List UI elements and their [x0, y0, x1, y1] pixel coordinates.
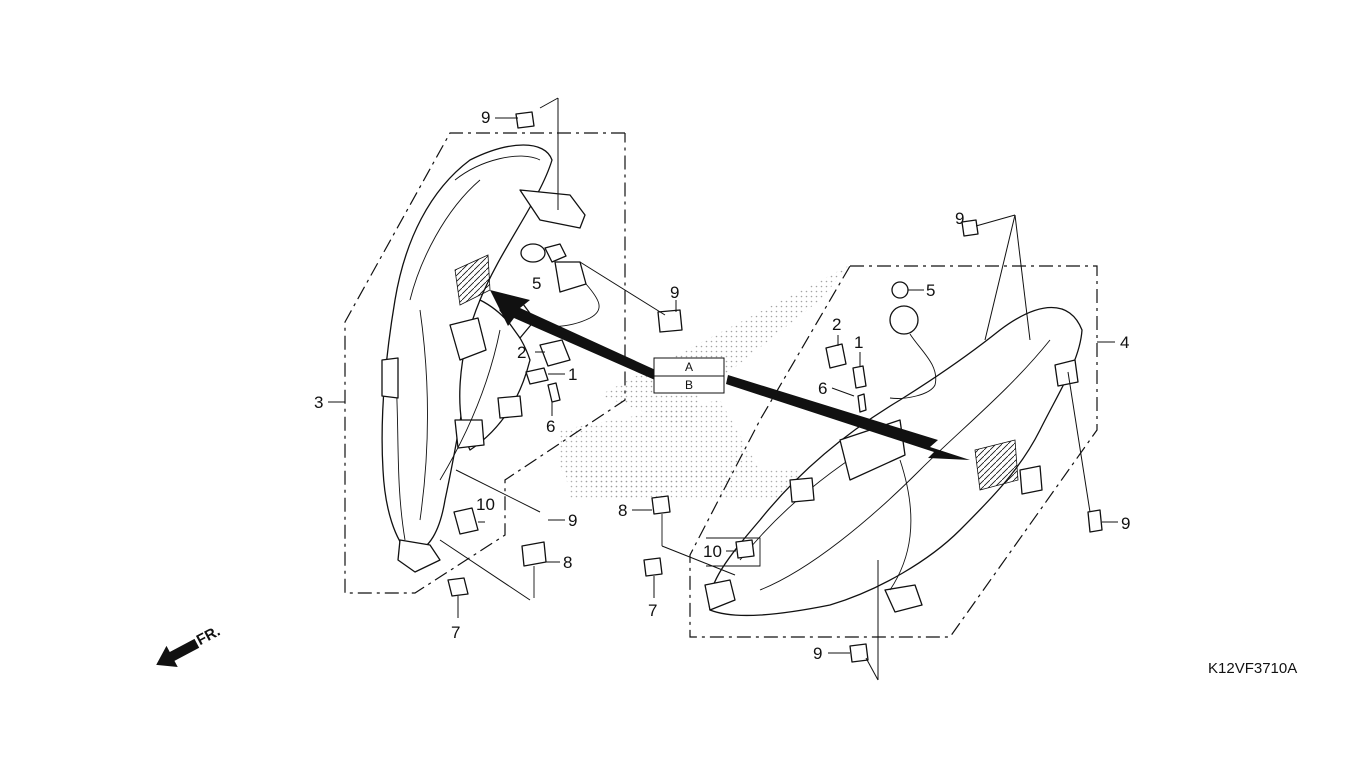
right-bulb-socket-group [515, 111, 1103, 663]
callout-right-assembly: 4 [1120, 333, 1129, 352]
callout-right-socket: 2 [832, 315, 841, 334]
callout-right-screw-small: 6 [818, 379, 827, 398]
left-assembly-boundary [328, 132, 626, 594]
diagram-reference-code: K12VF3710A [1208, 660, 1297, 677]
left-headlight-housing [381, 144, 586, 573]
right-callouts: 4 9 5 2 1 6 8 10 7 9 9 [618, 209, 1130, 663]
callout-right-cap: 1 [854, 333, 863, 352]
front-direction-indicator: FR. [156, 623, 223, 668]
callout-right-bulb: 5 [926, 281, 935, 300]
callout-right-clip: 7 [648, 601, 657, 620]
connector-box: A B [653, 357, 725, 394]
callout-left-bulb: 5 [532, 274, 541, 293]
front-arrow-icon [156, 638, 200, 668]
callout-right-screw-side: 9 [1121, 514, 1130, 533]
right-assembly-boundary [689, 265, 1115, 638]
callout-left-screw-top: 9 [481, 108, 490, 127]
callout-left-cap: 1 [568, 365, 577, 384]
connector-arrows [490, 290, 970, 460]
leader-lines [439, 97, 1118, 681]
callout-left-clip: 7 [451, 623, 460, 642]
callout-left-screw-mid: 9 [670, 283, 679, 302]
connector-label-a: A [685, 360, 693, 374]
callout-left-socket: 2 [517, 343, 526, 362]
right-headlight-housing [704, 307, 1083, 617]
callout-left-assembly: 3 [314, 393, 323, 412]
front-direction-label: FR. [194, 623, 223, 649]
callout-right-bolt: 8 [618, 501, 627, 520]
connector-label-b: B [685, 378, 693, 392]
callout-right-grommet: 10 [703, 542, 722, 561]
callout-right-screw-top: 9 [955, 209, 964, 228]
callout-left-screw-small: 6 [546, 417, 555, 436]
callout-left-screw-lower: 9 [568, 511, 577, 530]
callout-left-bolt: 8 [563, 553, 572, 572]
callout-left-grommet: 10 [476, 495, 495, 514]
left-callouts: 3 9 9 5 2 1 6 9 10 8 7 [314, 108, 679, 642]
callout-right-screw-bottom: 9 [813, 644, 822, 663]
